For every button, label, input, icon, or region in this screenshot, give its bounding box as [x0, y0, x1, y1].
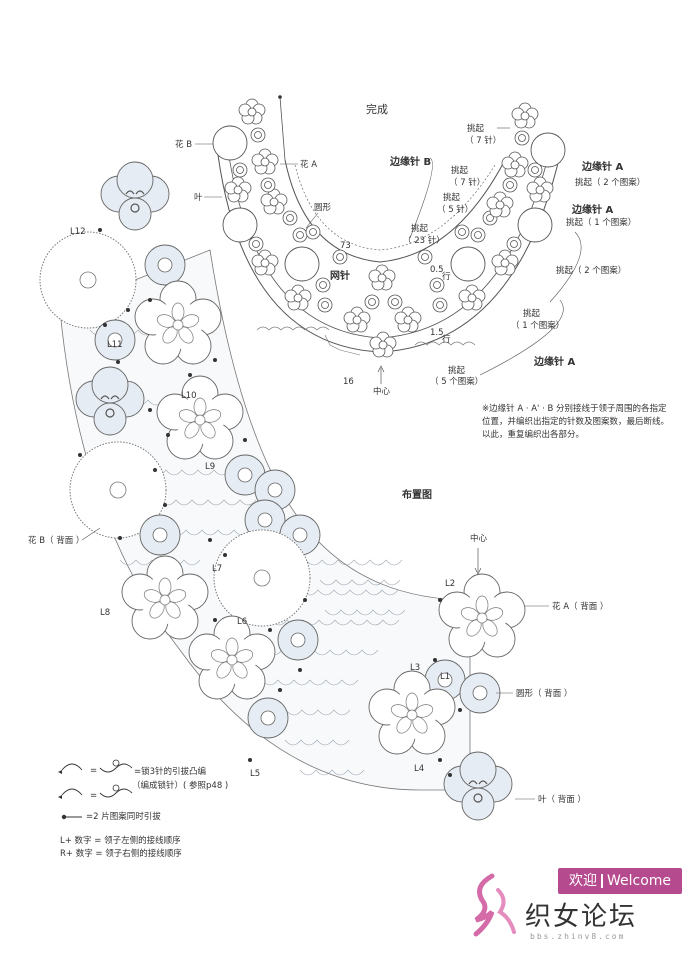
join-label-L10: L10 — [181, 391, 197, 401]
label-center-top: 中心 — [373, 386, 391, 397]
label-pick-1-pattern-b-count: （ 1 个图案） — [511, 320, 564, 331]
legend-symbols: = = — [58, 759, 133, 820]
edge-stitch-note: ※边缘针 A · A' · B 分别接线于领子周围的各指定位置，并编织出指定的针… — [482, 404, 670, 440]
join-label-L4: L4 — [414, 764, 424, 774]
layout-diagram: 布置图 — [28, 161, 608, 821]
legend-eq-1: = — [90, 766, 97, 776]
label-flower-a: 花 A — [300, 159, 317, 170]
label-pick-7-a-count: （ 7 针） — [465, 135, 501, 146]
label-rows-0.5: 0.5 — [430, 265, 444, 275]
label-edge-a-1: 边缘针 A — [581, 160, 623, 173]
legend-picot-desc2: （编成锁针）( 参照p48 ) — [132, 781, 229, 791]
label-pick-7-b-count: （ 7 针） — [449, 177, 485, 188]
label-pick-7-b: 挑起 — [451, 165, 469, 176]
label-leaf: 叶 — [194, 193, 203, 203]
label-pick-23-count: （ 23 针） — [403, 235, 445, 246]
finished-collar-diagram: 完成 花 B 花 A 叶 圆形 73 网针 边缘针 B 挑起 （ 7 针） 挑起… — [175, 95, 645, 397]
finished-title: 完成 — [366, 102, 388, 116]
flower-b-disc-3 — [213, 529, 311, 627]
legend-picot-desc: =锁3针的引拔凸编 — [134, 767, 207, 777]
label-round-back: 圆形（ 背面 ） — [516, 688, 572, 699]
leaf-motif-top — [100, 161, 170, 231]
label-pick-5-patterns-count: （ 5 个图案） — [430, 376, 483, 387]
legend-left-order: L+ 数字 = 领子左侧的接线顺序 — [60, 836, 181, 846]
label-pick-2-patterns-b: 挑起（ 2 个图案） — [556, 265, 626, 276]
label-rows-1.5-unit: 行 — [442, 334, 451, 345]
label-edge-b: 边缘针 B — [389, 155, 431, 168]
label-rows-1.5: 1.5 — [430, 328, 444, 338]
legend-eq-2: = — [90, 791, 97, 801]
label-73: 73 — [340, 241, 351, 251]
watermark-welcome-cn: 欢迎 — [568, 873, 597, 889]
join-label-L1: L1 — [440, 672, 450, 682]
legend-join-desc: =2 片图案同时引拔 — [86, 812, 161, 822]
join-label-L5: L5 — [250, 769, 260, 779]
watermark-separator — [600, 874, 603, 888]
layout-title: 布置图 — [402, 488, 432, 501]
label-16: 16 — [343, 377, 354, 387]
label-flower-b-back: 花 B（ 背面 ） — [28, 535, 84, 546]
collar-motif-row — [212, 98, 566, 358]
label-flower-b: 花 B — [175, 139, 192, 150]
label-pick-1-pattern-b: 挑起 — [523, 308, 541, 319]
label-flower-a-back: 花 A（ 背面 ） — [552, 601, 608, 612]
join-label-L2: L2 — [445, 579, 455, 589]
label-round: 圆形 — [314, 203, 332, 213]
watermark-welcome-en: Welcome — [606, 873, 672, 889]
label-pick-23: 挑起 — [411, 223, 429, 234]
label-center-layout: 中心 — [470, 533, 488, 544]
join-label-L7: L7 — [212, 564, 222, 574]
label-pick-5-patterns: 挑起 — [448, 365, 466, 376]
label-pick-7-a: 挑起 — [467, 123, 485, 134]
join-label-L12: L12 — [70, 227, 86, 237]
join-label-L8: L8 — [100, 608, 110, 618]
watermark-site-name: 织女论坛 — [525, 902, 638, 932]
label-pick-5: 挑起 — [443, 192, 461, 203]
watermark-logo-icon — [473, 873, 516, 937]
legend-right-order: R+ 数字 = 领子右侧的接线顺序 — [60, 849, 182, 859]
watermark-url: bbs.zhinv8.com — [530, 932, 626, 941]
label-pick-5-count: （ 5 针） — [437, 204, 473, 215]
join-label-L9: L9 — [205, 462, 215, 472]
flower-b-disc-top — [39, 231, 137, 329]
join-dots — [78, 228, 462, 777]
watermark-welcome-bar: 欢迎 Welcome — [558, 868, 682, 894]
label-pick-2-patterns-a: 挑起（ 2 个图案） — [575, 177, 645, 188]
label-edge-a-3: 边缘针 A — [533, 355, 575, 368]
join-label-L11: L11 — [107, 340, 123, 350]
label-leaf-back: 叶（ 背面 ） — [538, 794, 586, 805]
label-edge-a-2: 边缘针 A — [571, 203, 613, 216]
label-mesh: 网针 — [330, 269, 350, 282]
join-label-L3: L3 — [410, 663, 420, 673]
label-pick-1-pattern-a: 挑起（ 1 个图案） — [566, 217, 636, 228]
join-label-L6: L6 — [237, 617, 247, 627]
label-rows-0.5-unit: 行 — [442, 271, 451, 282]
